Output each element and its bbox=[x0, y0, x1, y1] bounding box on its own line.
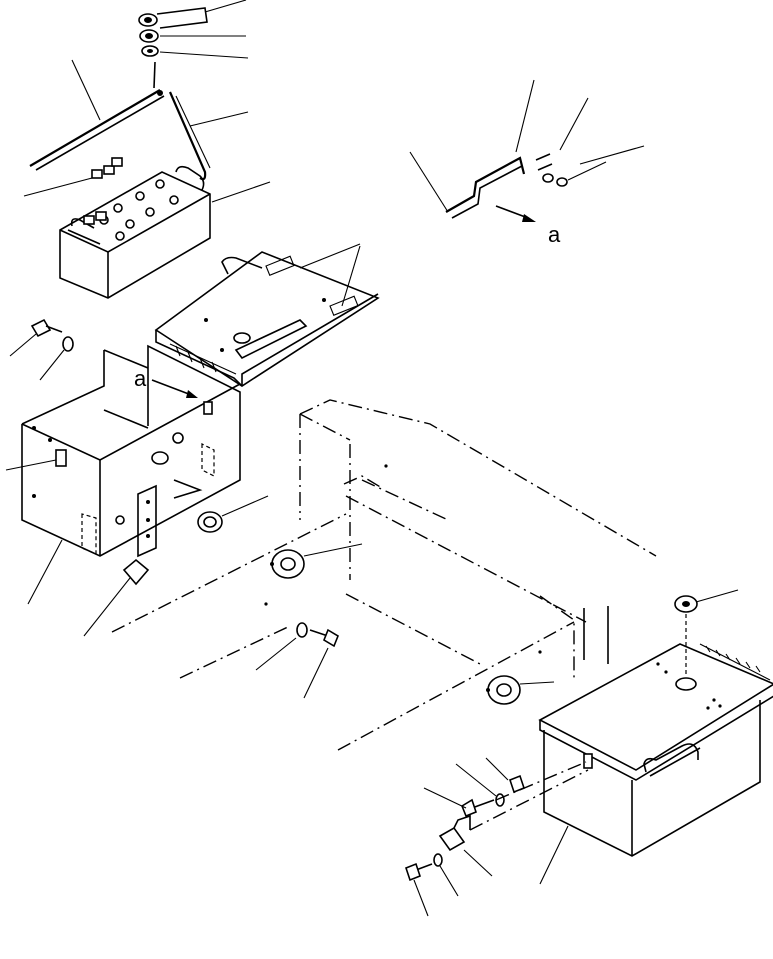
detail-a-latch: a bbox=[409, 79, 645, 247]
bolt-upper-left bbox=[9, 318, 74, 381]
battery-box-left bbox=[5, 344, 241, 605]
latch-hardware bbox=[405, 757, 589, 917]
detail-a-box-label: a bbox=[548, 222, 561, 247]
rubber-grommet-3 bbox=[486, 675, 555, 705]
rubber-grommet-1 bbox=[197, 495, 269, 533]
battery-hold-down-bar bbox=[29, 59, 165, 171]
battery-terminal-cluster bbox=[83, 157, 123, 225]
machine-frame-outline bbox=[111, 399, 657, 751]
rubber-grommet-4 bbox=[674, 589, 739, 674]
battery bbox=[23, 157, 271, 299]
battery-box-right bbox=[538, 643, 773, 885]
bolt-center bbox=[255, 622, 339, 699]
terminal-nut-stack bbox=[138, 0, 249, 59]
detail-a-arrow: a bbox=[134, 366, 198, 398]
battery-tray bbox=[154, 243, 380, 387]
rubber-grommet-2 bbox=[270, 543, 363, 579]
mounting-bracket bbox=[83, 484, 157, 637]
detail-a-arrow-label: a bbox=[134, 366, 147, 391]
